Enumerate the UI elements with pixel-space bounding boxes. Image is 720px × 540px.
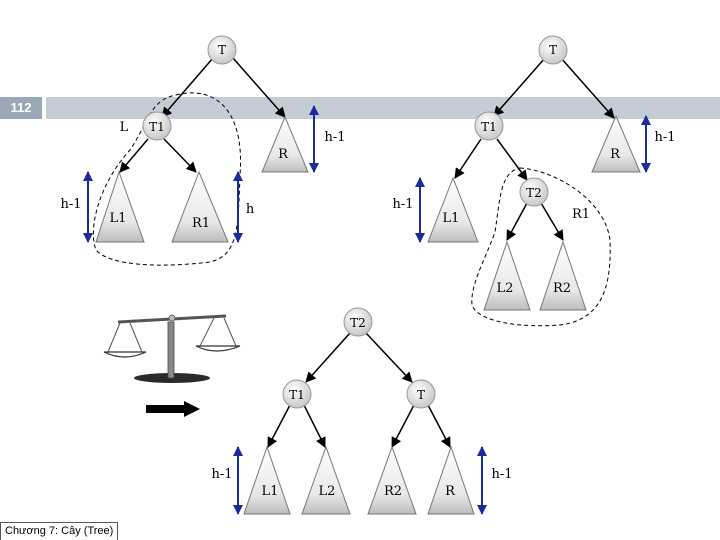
left-subtree-r (262, 117, 308, 172)
right-arrow-icon (146, 401, 200, 417)
right-subtree-l2 (484, 242, 530, 310)
right-edge-t1-t2 (497, 139, 527, 180)
right-subtree-l1-label: L1 (443, 211, 460, 226)
left-edge-t1-r1 (164, 139, 196, 172)
right-label-r1: R1 (572, 207, 590, 222)
left-edge-root-r (233, 58, 285, 117)
result-subtree-r2 (368, 447, 416, 514)
right-measure-l1-label: h-1 (392, 197, 413, 212)
right-edge-t2-r2 (541, 203, 563, 240)
left-measure-r-label: h-1 (324, 130, 345, 145)
right-subtree-l1 (428, 178, 478, 242)
result-edge-t1-l1 (268, 405, 290, 447)
left-measure-h-label: h (246, 202, 255, 217)
right-subtree-r (592, 116, 640, 172)
right-subtree-r2-label: R2 (553, 281, 571, 296)
result-edge-root-t1 (306, 333, 350, 382)
result-edge-t-r (428, 405, 450, 447)
left-node-t-label: T (218, 43, 226, 57)
result-subtree-r2-label: R2 (384, 484, 402, 499)
right-node-t1-label: T1 (481, 120, 497, 134)
left-subtree-l1 (96, 172, 144, 242)
result-subtree-l2 (302, 447, 350, 514)
result-node-t-label: T (417, 388, 425, 402)
result-measure-left-label: h-1 (211, 467, 232, 482)
left-measure-l1-label: h-1 (60, 197, 81, 212)
slide-footer: Chương 7: Cây (Tree) (0, 522, 118, 540)
left-subtree-l1-label: L1 (110, 211, 127, 226)
right-edge-root-r (561, 58, 614, 118)
result-subtree-l2-label: L2 (319, 484, 336, 499)
left-subtree-r-label: R (278, 147, 289, 162)
result-edge-t-r2 (392, 405, 414, 447)
result-tree: T2 T1 T L1 L2 R2 R h-1 h-1 (211, 308, 512, 514)
right-subtree-r-label: R (610, 147, 621, 162)
balance-scale-icon (104, 315, 240, 383)
left-subtree-r1 (172, 172, 228, 242)
right-subtree-r2 (540, 242, 586, 310)
right-edge-t2-l2 (507, 203, 527, 240)
result-edge-t1-l2 (304, 405, 325, 447)
right-node-t2-label: T2 (526, 186, 542, 200)
left-subtree-r1-label: R1 (192, 216, 210, 231)
result-node-t2-label: T2 (350, 316, 366, 330)
result-node-t1-label: T1 (289, 388, 305, 402)
left-node-t1-label: T1 (149, 120, 165, 134)
result-subtree-l1 (244, 447, 290, 514)
right-measure-r-label: h-1 (654, 130, 675, 145)
right-node-t-label: T (549, 43, 557, 57)
left-label-l: L (120, 120, 129, 135)
result-subtree-l1-label: L1 (262, 484, 279, 499)
result-measure-right-label: h-1 (491, 467, 512, 482)
right-edge-root-t1 (494, 58, 545, 116)
result-subtree-r-label: R (445, 484, 456, 499)
result-subtree-r (428, 447, 474, 514)
right-edge-t1-l1 (455, 139, 481, 178)
left-edge-root-t1 (162, 58, 213, 117)
left-tree: T T1 L R L1 R1 h-1 h-1 h (60, 36, 345, 265)
right-tree: T T1 T2 R L1 L2 R2 R1 h-1 h-1 (392, 36, 675, 326)
right-subtree-l2-label: L2 (497, 281, 514, 296)
result-edge-root-t (366, 333, 412, 382)
